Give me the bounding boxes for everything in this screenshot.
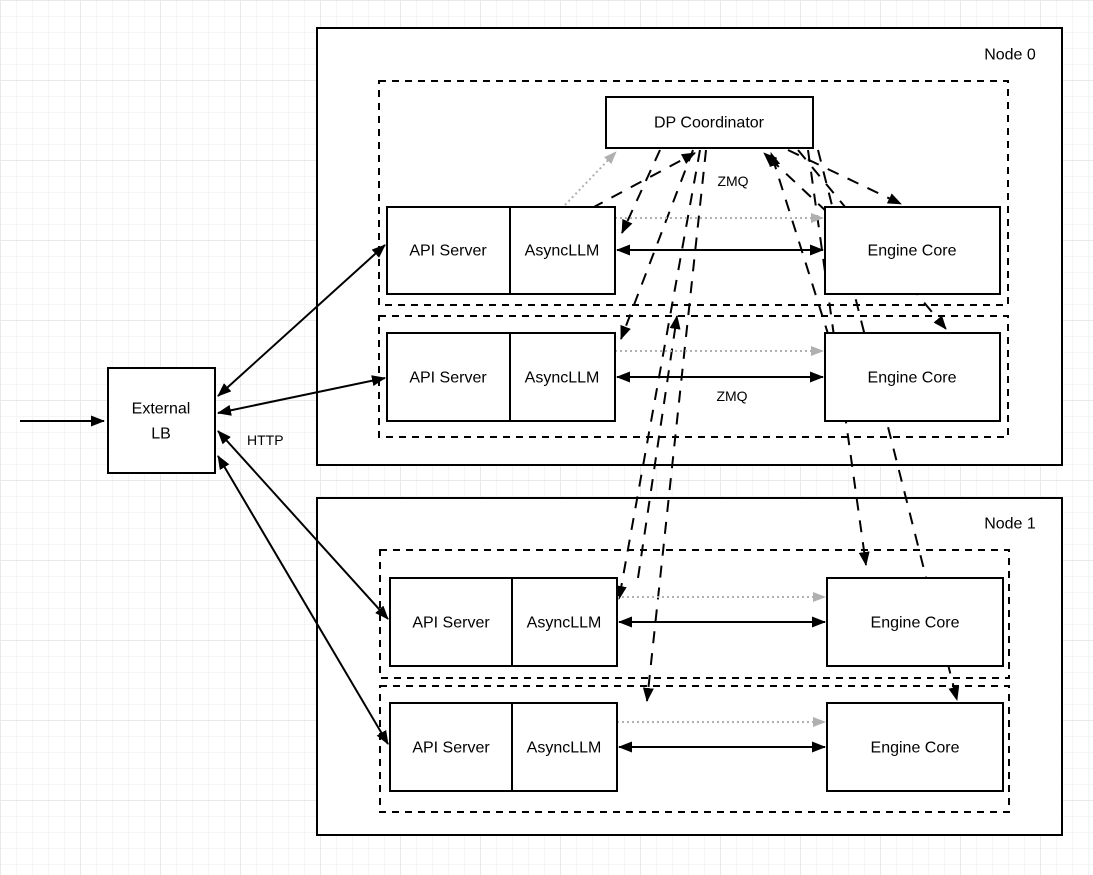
- asyncllm-label-n0r1: AsyncLLM: [525, 243, 600, 260]
- edge-coord-to-asyncllm-n1r2: [642, 149, 707, 702]
- node1-label: Node 1: [984, 516, 1036, 533]
- api-server-box-n1r1: [389, 577, 513, 667]
- engine-core-box-n0r1: [824, 206, 1001, 295]
- asyncllm-box-n0r2: [509, 332, 616, 422]
- edge-lb-apiserver-n0r2: [217, 375, 386, 416]
- api-server-label-n1r2: API Server: [412, 740, 490, 757]
- edge-dotted-asyncllm-to-coord: [564, 151, 617, 206]
- api-server-label-n1r1: API Server: [412, 615, 490, 632]
- asyncllm-box-n1r2: [511, 702, 618, 792]
- asyncllm-label-n1r2: AsyncLLM: [527, 740, 602, 757]
- dp-coordinator-box: [605, 96, 814, 149]
- engine-core-box-n0r2: [824, 332, 1001, 422]
- gray-dotted-edges: [564, 151, 826, 727]
- engine-core-label-n0r2: Engine Core: [868, 370, 957, 387]
- http-edge-label: HTTP: [247, 432, 284, 448]
- node0-row2-container: [378, 315, 1009, 438]
- zmq-row-edge-label: ZMQ: [716, 388, 747, 404]
- node0-row1-container: [378, 80, 1009, 306]
- engine-core-label-n1r2: Engine Core: [871, 740, 960, 757]
- edge-lb-apiserver-n0r1: [217, 244, 386, 397]
- node0-label: Node 0: [984, 47, 1036, 64]
- api-server-box-n0r1: [386, 206, 511, 295]
- solid-edges: [20, 244, 826, 753]
- edge-coord-to-asyncllm-n0r2: [620, 149, 694, 340]
- engine-core-box-n1r2: [826, 702, 1004, 792]
- asyncllm-label-n1r1: AsyncLLM: [527, 615, 602, 632]
- zmq-coordinator-edge-label: ZMQ: [717, 173, 748, 189]
- asyncllm-box-n0r1: [509, 206, 616, 295]
- api-server-label-n0r2: API Server: [409, 370, 487, 387]
- edge-lb-apiserver-n1r2: [217, 455, 389, 745]
- asyncllm-box-n1r1: [511, 577, 618, 667]
- external-lb-box: [107, 367, 216, 474]
- engine-core-box-n1r1: [826, 577, 1004, 667]
- external-lb-label-line1: External: [132, 401, 191, 418]
- edge-coord-to-asyncllm-n0r1: [621, 149, 661, 234]
- dp-coordinator-label: DP Coordinator: [654, 115, 765, 132]
- edge-node1-up-to-row-container: [637, 315, 681, 579]
- asyncllm-label-n0r2: AsyncLLM: [525, 370, 600, 387]
- external-lb-label-line2: LB: [151, 426, 171, 443]
- engine-core-label-n0r1: Engine Core: [868, 243, 957, 260]
- api-server-label-n0r1: API Server: [409, 243, 487, 260]
- api-server-box-n0r2: [386, 332, 511, 422]
- engine-core-label-n1r1: Engine Core: [871, 615, 960, 632]
- edge-asyncllm-n0r1-to-coord: [591, 152, 696, 209]
- node1-row2-container: [379, 685, 1010, 813]
- api-server-box-n1r2: [389, 702, 513, 792]
